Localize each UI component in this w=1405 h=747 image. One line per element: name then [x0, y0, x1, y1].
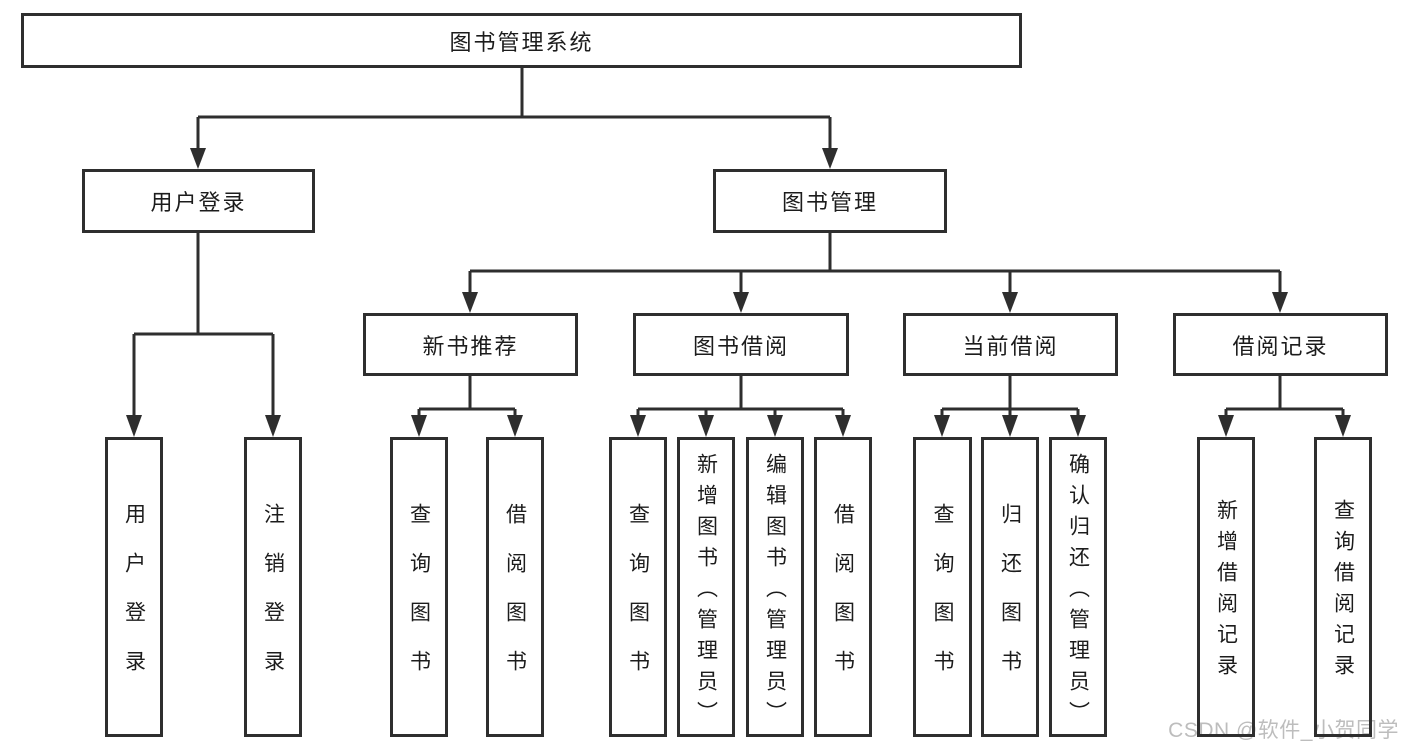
leaf-confirm-return-admin: 确认归还（管理员） [1049, 437, 1107, 737]
leaf-borrow-books-2-label: 借阅图书 [831, 503, 855, 699]
leaf-user-login: 用户登录 [105, 437, 163, 737]
node-book-management: 图书管理 [713, 169, 947, 233]
node-borrow-records: 借阅记录 [1173, 313, 1388, 376]
node-book-borrow: 图书借阅 [633, 313, 849, 376]
node-user-login: 用户登录 [82, 169, 315, 233]
leaf-return-book-label: 归还图书 [998, 503, 1022, 699]
leaf-edit-book-admin-label: 编辑图书（管理员） [763, 452, 787, 732]
leaf-add-borrow-record: 新增借阅记录 [1197, 437, 1255, 737]
leaf-return-book: 归还图书 [981, 437, 1039, 737]
leaf-borrow-books-2: 借阅图书 [814, 437, 872, 737]
leaf-logout-label: 注销登录 [261, 503, 285, 699]
watermark: CSDN @软件_小贺同学 [1168, 719, 1399, 742]
leaf-user-login-label: 用户登录 [122, 503, 146, 699]
leaf-add-book-admin-label: 新增图书（管理员） [694, 452, 718, 732]
leaf-confirm-return-admin-label: 确认归还（管理员） [1066, 452, 1090, 732]
leaf-query-borrow-record: 查询借阅记录 [1314, 437, 1372, 737]
leaf-borrow-books-1: 借阅图书 [486, 437, 544, 737]
leaf-borrow-books-1-label: 借阅图书 [503, 503, 527, 699]
leaf-add-borrow-record-label: 新增借阅记录 [1214, 499, 1238, 685]
leaf-query-books-3-label: 查询图书 [931, 503, 954, 699]
leaf-query-books-2: 查询图书 [609, 437, 667, 737]
leaf-query-borrow-record-label: 查询借阅记录 [1331, 499, 1355, 685]
node-library-system: 图书管理系统 [21, 13, 1022, 68]
node-new-book-recommend: 新书推荐 [363, 313, 578, 376]
leaf-query-books-2-label: 查询图书 [626, 503, 650, 699]
leaf-query-books-1: 查询图书 [390, 437, 448, 737]
node-current-borrow: 当前借阅 [903, 313, 1118, 376]
leaf-query-books-3: 查询图书 [913, 437, 972, 737]
leaf-logout: 注销登录 [244, 437, 302, 737]
leaf-add-book-admin: 新增图书（管理员） [677, 437, 735, 737]
leaf-query-books-1-label: 查询图书 [407, 503, 431, 699]
leaf-edit-book-admin: 编辑图书（管理员） [746, 437, 804, 737]
